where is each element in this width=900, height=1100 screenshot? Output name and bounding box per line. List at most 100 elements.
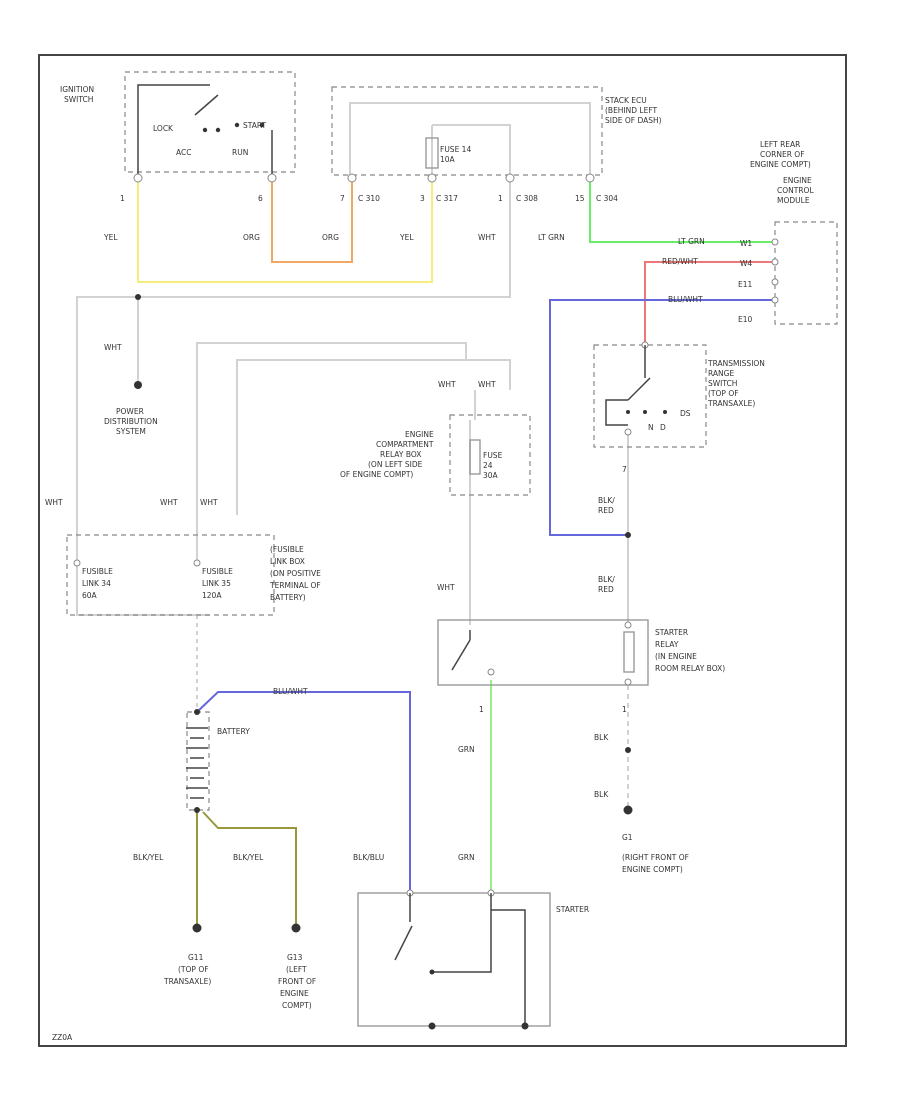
starter-relay: STARTER RELAY (IN ENGINE ROOM RELAY BOX)…	[437, 619, 725, 714]
ground-g13-id: G13	[287, 953, 303, 962]
ign-pin-1: 1	[120, 194, 125, 203]
wire-label-blk-blu: BLK/BLU	[353, 853, 384, 862]
wire-label-wht-b: WHT	[478, 380, 496, 389]
wire-label-blu-wht-battery: BLU/WHT	[273, 687, 308, 696]
ign-pin-6: 6	[258, 194, 263, 203]
starter-relay-pin-green: 1	[479, 705, 484, 714]
battery-grounds: BLK/YEL BLK/YEL G11 (TOP OF TRANSAXLE) G…	[133, 853, 316, 1010]
transmission-range-switch: DS N D TRANSMISSION RANGE SWITCH (TOP OF…	[593, 341, 765, 594]
ignition-acc-label: ACC	[176, 148, 191, 157]
wire-blu-wht-ecm	[549, 299, 775, 536]
c304-label: C 304	[596, 194, 618, 203]
wire-label-wht-d: WHT	[200, 498, 218, 507]
wire-label-lt-grn: LT GRN	[538, 233, 565, 242]
ground-g11-line-2: TRANSAXLE)	[163, 977, 211, 986]
wire-org	[271, 178, 353, 263]
relay-box-label-5: OF ENGINE COMPT)	[340, 470, 413, 479]
wire-label-wht-pds: WHT	[104, 343, 122, 352]
trs-label-5: TRANSAXLE)	[707, 399, 755, 408]
c304-pin: 15	[575, 194, 585, 203]
fusible-box-label-4: TERMINAL OF	[269, 581, 321, 590]
ecm-label-4: ENGINE	[783, 176, 812, 185]
wire-label-blk-red-1b: RED	[598, 506, 614, 515]
fusible-box-label-2: LINK BOX	[270, 557, 305, 566]
ignition-start-label: START	[243, 121, 267, 130]
stack-ecu-label-2: (BEHIND LEFT	[605, 106, 658, 115]
starter-relay-label-4: ROOM RELAY BOX)	[655, 664, 725, 673]
wire-wht-outer	[196, 342, 467, 565]
trs-ds: DS	[680, 409, 691, 418]
battery-label: BATTERY	[217, 727, 250, 736]
relay-box-label-2: COMPARTMENT	[376, 440, 434, 449]
diagram-frame	[38, 54, 847, 1047]
fusible-link-35-a: FUSIBLE	[202, 567, 233, 576]
wire-stack-top	[349, 102, 591, 175]
ecm-pin-w1: W1	[740, 239, 752, 248]
fuse-24-rating: 30A	[483, 471, 499, 480]
wire-label-grn-1: GRN	[458, 745, 475, 754]
wire-lt-grn	[589, 178, 775, 243]
c310-label: C 310	[358, 194, 380, 203]
trs-label-1: TRANSMISSION	[707, 359, 765, 368]
fusible-box-label-1: (FUSIBLE	[270, 545, 304, 554]
trs-label-3: SWITCH	[708, 379, 737, 388]
fusible-link-35-c: 120A	[202, 591, 222, 600]
wire-label-wht-1: WHT	[478, 233, 496, 242]
fusible-link-34-c: 60A	[82, 591, 98, 600]
stack-ecu-label-3: SIDE OF DASH)	[605, 116, 662, 125]
relay-box-label-4: (ON LEFT SIDE	[368, 460, 423, 469]
ecm-label-3: ENGINE COMPT)	[750, 160, 811, 169]
relay-box-label-1: ENGINE	[405, 430, 434, 439]
ground-g11-line-1: (TOP OF	[178, 965, 209, 974]
engine-control-module: LEFT REAR CORNER OF ENGINE COMPT) ENGINE…	[662, 140, 838, 325]
trs-pin: 7	[622, 465, 627, 474]
ground-g1-id: G1	[622, 833, 633, 842]
ground-g13-line-4: COMPT)	[282, 1001, 312, 1010]
wire-label-yel-1: YEL	[103, 233, 118, 242]
stack-ecu-label-1: STACK ECU	[605, 96, 647, 105]
ignition-switch-label-1: IGNITION	[60, 85, 94, 94]
top-wire-labels: YEL ORG ORG YEL WHT LT GRN	[103, 233, 565, 242]
ecm-pin-e10: E10	[738, 315, 753, 324]
fuse-24-label: FUSE	[483, 451, 503, 460]
ground-g1-line-1: (RIGHT FRONT OF	[622, 853, 689, 862]
wire-label-wht-left: WHT	[45, 498, 63, 507]
ground-g13-line-3: ENGINE	[280, 989, 309, 998]
wire-label-red-wht: RED/WHT	[662, 257, 698, 266]
fusible-link-34-a: FUSIBLE	[82, 567, 113, 576]
fusible-box-label-5: BATTERY)	[270, 593, 306, 602]
ground-g13-line-1: (LEFT	[286, 965, 307, 974]
c308-pin: 1	[498, 194, 503, 203]
wire-label-wht-a: WHT	[438, 380, 456, 389]
ecm-label-1: LEFT REAR	[760, 140, 800, 149]
wire-label-yel-2: YEL	[399, 233, 414, 242]
fusible-link-34-b: LINK 34	[82, 579, 111, 588]
battery: BATTERY BLU/WHT	[186, 687, 308, 813]
wire-label-wht-c: WHT	[160, 498, 178, 507]
wire-label-grn-2: GRN	[458, 853, 475, 862]
wire-label-org-2: ORG	[322, 233, 339, 242]
fusible-box-label-3: (ON POSITIVE	[270, 569, 321, 578]
ground-g1-line-2: ENGINE COMPT)	[622, 865, 683, 874]
ground-g13-line-2: FRONT OF	[278, 977, 316, 986]
power-distribution-system: WHT POWER DISTRIBUTION SYSTEM	[104, 343, 158, 436]
pds-label-2: DISTRIBUTION	[104, 417, 158, 426]
fuse-14-rating: 10A	[440, 155, 456, 164]
wires	[76, 102, 775, 928]
wire-label-org-1: ORG	[243, 233, 260, 242]
wire-label-blk-yel-2: BLK/YEL	[233, 853, 264, 862]
wire-yel	[137, 178, 433, 283]
c317-pin: 3	[420, 194, 425, 203]
wire-fuse14	[432, 124, 511, 175]
c317-label: C 317	[436, 194, 458, 203]
wire-red-wht	[644, 261, 775, 345]
wire-wht-inner	[236, 359, 511, 515]
fusible-link-box: WHT WHT WHT FUSIBLE LINK 34 60A FUSIBLE …	[45, 498, 321, 616]
starter-relay-label-3: (IN ENGINE	[655, 652, 697, 661]
relay-box-label-3: RELAY BOX	[380, 450, 421, 459]
starter-relay-label-2: RELAY	[655, 640, 679, 649]
trs-n: N	[648, 423, 654, 432]
ecm-pin-e11: E11	[738, 280, 753, 289]
wire-label-blk-1: BLK	[594, 733, 609, 742]
wire-label-blk-yel-1: BLK/YEL	[133, 853, 164, 862]
